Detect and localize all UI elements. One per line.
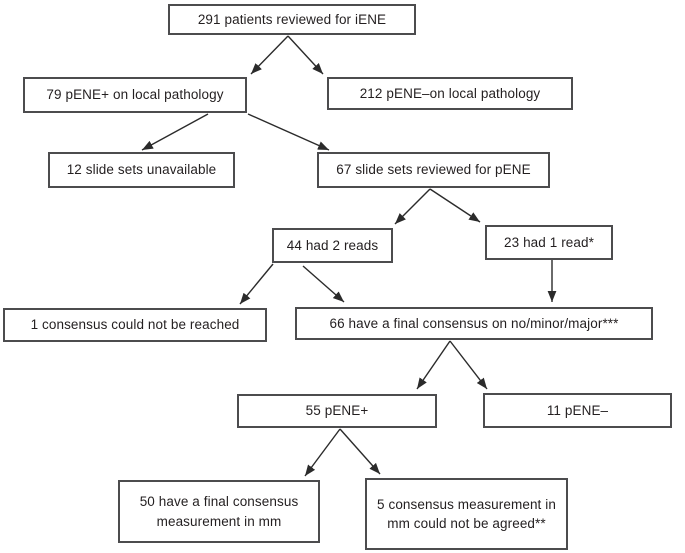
arrow-79-to-67: [247, 113, 330, 151]
node-label: 50 have a final consensus measurement in…: [139, 494, 299, 529]
node-label: 1 consensus could not be reached: [30, 317, 240, 333]
node-label: 12 slide sets unavailable: [66, 162, 217, 178]
node-label: 23 had 1 read*: [504, 234, 594, 250]
node-212-pene-negative-local: 212 pENE–on local pathology: [327, 77, 573, 110]
node-44-had-2-reads: 44 had 2 reads: [272, 228, 393, 263]
node-11-pene-negative: 11 pENE–: [483, 393, 672, 428]
arrow-66-to-55: [416, 340, 451, 390]
node-label: 11 pENE–: [546, 402, 609, 418]
node-label: 66 have a final consensus on no/minor/ma…: [329, 315, 619, 331]
node-label: 55 pENE+: [305, 403, 369, 419]
arrow-44-to-66: [302, 265, 345, 303]
arrow-55-to-50: [304, 428, 341, 477]
arrow-291-to-212: [287, 35, 324, 75]
node-79-pene-positive-local: 79 pENE+ on local pathology: [23, 77, 247, 113]
node-label: 79 pENE+ on local pathology: [46, 87, 224, 103]
node-12-slide-sets-unavailable: 12 slide sets unavailable: [48, 152, 235, 188]
node-label: 44 had 2 reads: [286, 237, 379, 253]
arrow-79-to-12: [141, 113, 209, 151]
node-5-measurement-not-agreed: 5 consensus measurement in mm could not …: [365, 478, 568, 550]
node-50-final-consensus-measurement: 50 have a final consensus measurement in…: [118, 480, 320, 543]
node-23-had-1-read: 23 had 1 read*: [485, 225, 613, 260]
arrow-66-to-11: [449, 340, 488, 390]
node-55-pene-positive: 55 pENE+: [237, 394, 437, 428]
node-label: 291 patients reviewed for iENE: [197, 11, 387, 27]
arrow-67-to-44: [394, 188, 431, 225]
node-label: 67 slide sets reviewed for pENE: [336, 162, 531, 178]
arrow-291-to-79: [250, 35, 289, 75]
node-291-patients-reviewed: 291 patients reviewed for iENE: [168, 4, 416, 35]
node-66-final-consensus: 66 have a final consensus on no/minor/ma…: [295, 307, 653, 340]
arrow-44-to-1: [239, 263, 274, 305]
arrow-55-to-5: [339, 428, 381, 475]
arrow-67-to-23: [429, 188, 481, 223]
node-67-slide-sets-reviewed: 67 slide sets reviewed for pENE: [317, 152, 550, 188]
node-label: 5 consensus measurement in mm could not …: [377, 496, 556, 531]
node-1-consensus-not-reached: 1 consensus could not be reached: [3, 308, 267, 342]
node-label: 212 pENE–on local pathology: [359, 85, 541, 101]
